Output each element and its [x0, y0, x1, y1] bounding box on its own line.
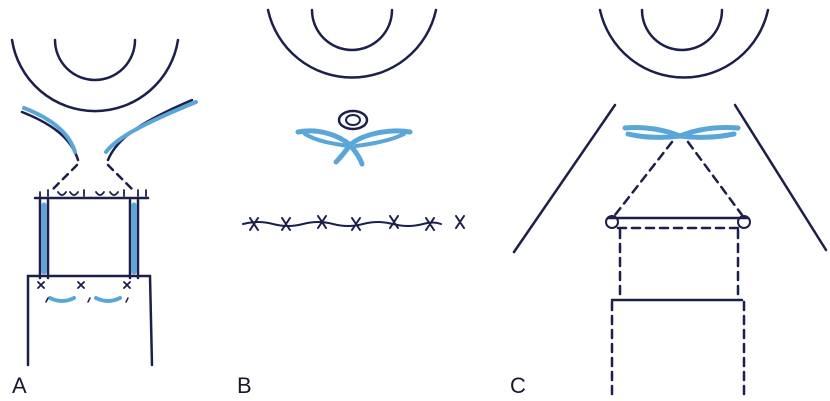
panel-b-suture-line — [243, 222, 441, 226]
panel-a-lower-stitches — [38, 282, 130, 288]
panel-a-lower-left-suture — [50, 298, 74, 301]
panel-c-dashed-box-bottom — [612, 302, 744, 398]
panel-a-right-dashed — [108, 165, 135, 192]
panel-c-inner-arc — [642, 10, 722, 50]
panel-b — [243, 10, 464, 230]
panel-c-bow — [625, 127, 738, 137]
panel-b-outer-arc — [268, 10, 436, 78]
panel-c-right-diagonal — [735, 105, 826, 250]
panel-c-outer-arc — [600, 10, 768, 78]
panel-a — [12, 40, 196, 365]
panel-a-lower-right-suture — [96, 298, 120, 301]
panel-a-lower-box — [28, 276, 152, 365]
panel-a-left-dashed — [50, 165, 77, 192]
panel-c — [514, 10, 826, 398]
panel-c-left-diagonal — [514, 105, 615, 252]
panel-label-a: A — [12, 373, 27, 398]
panel-b-inner-arc — [312, 10, 392, 50]
panel-label-c: C — [510, 373, 526, 398]
panel-a-right-suture — [106, 102, 196, 152]
panel-c-dashed-box-top — [618, 228, 740, 298]
panel-b-bow — [298, 131, 410, 164]
panel-a-left-suture — [24, 108, 75, 152]
panel-a-outer-arc — [12, 40, 178, 111]
panel-c-dashed-triangle — [615, 142, 742, 215]
panel-b-knot — [339, 111, 367, 129]
panel-b-knot-inner — [346, 115, 360, 125]
panel-label-b: B — [237, 373, 252, 398]
panel-a-inner-arc — [55, 40, 135, 80]
